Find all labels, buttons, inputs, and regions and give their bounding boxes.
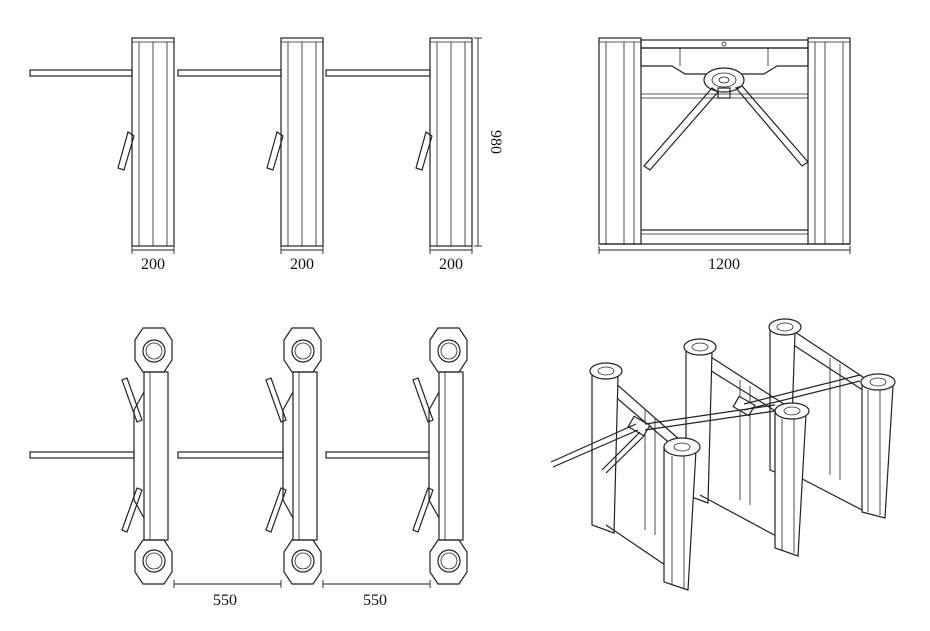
dim-label-gap-1: 550 (213, 592, 237, 609)
iso-unit-front (550, 362, 776, 591)
dim-gap-2: 550 (322, 580, 431, 609)
dim-label-post-width-3: 200 (439, 256, 463, 273)
side-unit-2 (177, 37, 324, 247)
dim-label-post-width-1: 200 (141, 256, 165, 273)
side-unit-1 (29, 37, 175, 247)
dim-label-height: 980 (487, 130, 504, 154)
dim-label-gap-2: 550 (363, 592, 387, 609)
side-elevation-view: 200 200 200 980 (29, 37, 504, 273)
dim-label-total-width: 1200 (708, 256, 740, 273)
dim-gap-1: 550 (173, 580, 282, 609)
dim-label-post-width-2: 200 (290, 256, 314, 273)
dim-post-width-3: 200 (429, 246, 473, 273)
dim-total-width: 1200 (598, 246, 851, 273)
plan-unit-1 (29, 327, 173, 585)
dim-post-width-1: 200 (131, 246, 175, 273)
dim-post-width-2: 200 (280, 246, 324, 273)
front-elevation-view: 1200 (598, 37, 851, 273)
side-unit-3 (325, 37, 473, 247)
isometric-view (550, 318, 896, 591)
dim-height: 980 (474, 37, 504, 247)
top-plan-view: 550 550 (29, 327, 468, 609)
plan-unit-2 (177, 327, 322, 585)
plan-unit-3 (325, 327, 468, 585)
